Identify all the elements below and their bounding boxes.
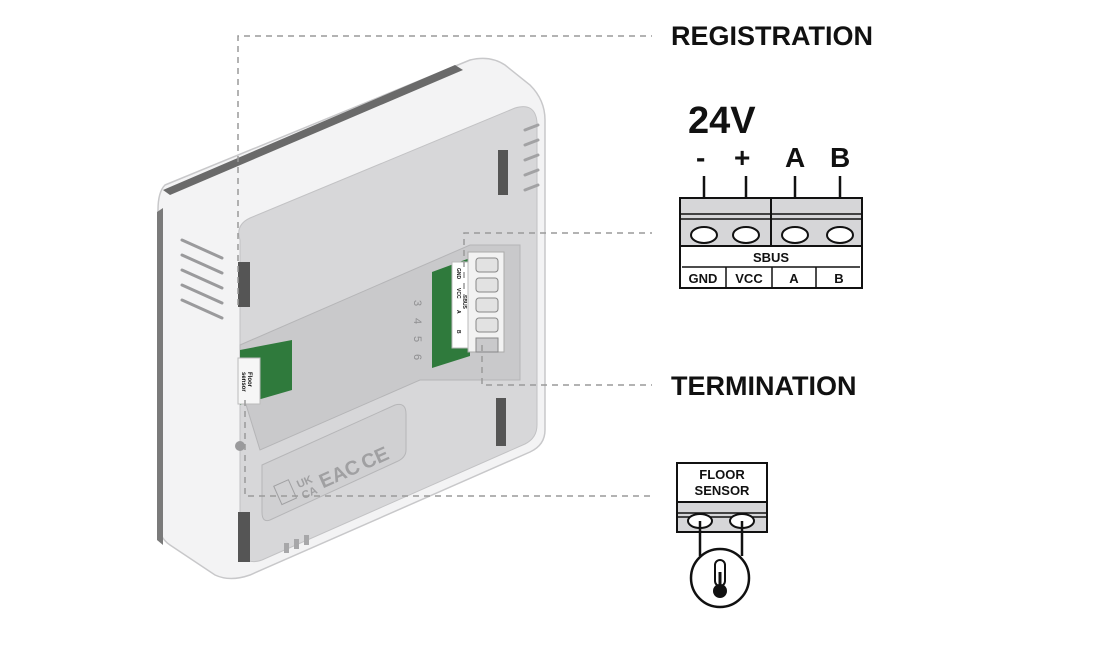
pcb-bus-label: SBUS [461,295,467,310]
sbus-terminal-diagram: 24V - + A B SBUS [679,100,863,289]
cert-ca: CA [300,485,319,502]
terminal-label-a: A [785,142,805,173]
terminal-label-b: B [830,142,850,173]
thermostat-device: Floor sensor GND VCC A B SBUS 3 4 5 6 UK [157,57,546,580]
pin-number-3: 3 [411,300,423,306]
callout-lines [237,35,652,497]
screw-b [826,226,854,244]
sbus-terminal-screws [475,257,499,333]
screw-vcc [732,226,760,244]
pin-label-vcc: VCC [735,271,763,286]
thermometer-icon [713,559,727,598]
mount-slot-bottom [238,512,250,562]
pin-numbers: 3 4 5 6 [411,300,423,360]
pcb-pin-b: B [455,330,461,334]
floor-sensor-leader [244,400,652,497]
screw-gnd [690,226,718,244]
registration-leader [237,35,652,305]
pin-dividers [725,267,817,288]
mount-slot-left [238,262,250,307]
pcb-pin-a: A [455,310,461,314]
device-front-edge [163,65,463,195]
terminal-screws [690,226,854,244]
pin-label-gnd: GND [689,271,718,286]
termination-leader [481,345,652,386]
side-vents [180,238,224,320]
cert-panel [261,403,407,522]
screw-hole [235,441,245,451]
floor-sensor-device-label-1: Floor [246,372,252,388]
floor-sensor-diagram: FLOOR SENSOR [676,462,768,609]
pin-label-b: B [834,271,843,286]
floor-sensor-connector [237,357,261,405]
terminal-label-plus: + [734,142,750,173]
pcb-pin-gnd: GND [455,268,461,280]
floor-sensor-label-line2: SENSOR [695,483,751,498]
pin-number-5: 5 [411,336,423,342]
terminal-label-minus: - [696,142,705,173]
pin-number-6: 6 [411,354,423,360]
pin-number-4: 4 [411,318,423,324]
voltage-label: 24V [688,100,756,142]
cert-uk: UK [295,474,314,491]
floor-sensor-label-line1: FLOOR [699,467,745,482]
device-side-edge [157,208,163,545]
right-vents [523,123,540,192]
bottom-vents [284,535,309,553]
registration-heading: REGISTRATION [671,21,873,51]
pin-label-a: A [789,271,799,286]
pcb-pin-vcc: VCC [455,288,461,299]
floor-sensor-label-box [676,462,768,503]
termination-switch [475,337,499,353]
mount-slot-top [498,150,508,195]
screw-a [781,226,809,244]
floor-sensor-device-label-2: sensor [240,372,246,392]
terminal-block-grooves [680,213,862,220]
mount-slot-right [496,398,506,446]
weee-bin-icon [273,479,298,506]
sbus-bus-label: SBUS [753,250,789,265]
termination-heading: TERMINATION [671,371,856,401]
floor-sensor-wires [698,521,744,556]
sbus-leader [463,232,652,300]
